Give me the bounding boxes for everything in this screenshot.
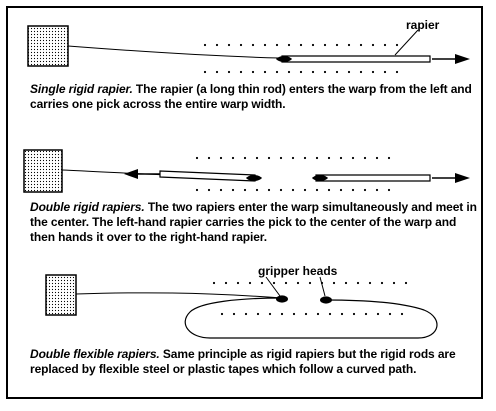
caption-lead: Single rigid rapier. bbox=[30, 82, 133, 96]
right-flexible-tape bbox=[300, 299, 438, 339]
gripper-leader-right bbox=[319, 276, 326, 297]
panel-single-rigid bbox=[27, 25, 470, 74]
caption-lead: Double rigid rapiers. bbox=[30, 200, 145, 214]
warp-dots-bottom-3 bbox=[220, 312, 404, 316]
rapier-head-1 bbox=[276, 56, 292, 62]
rapier-rod-1 bbox=[281, 55, 431, 63]
warp-dots-bottom-2 bbox=[195, 188, 391, 192]
gripper-heads-label: gripper heads bbox=[258, 264, 338, 278]
right-rapier-rod bbox=[315, 174, 431, 182]
rapier-leader-line bbox=[394, 29, 419, 56]
weft-yarn-1 bbox=[67, 45, 281, 59]
arrow-left-icon bbox=[124, 169, 138, 179]
caption-double-rigid: Double rigid rapiers. The two rapiers en… bbox=[30, 200, 482, 245]
arrow-right-icon bbox=[455, 173, 470, 183]
caption-body: Same principle as rigid rapiers but the … bbox=[30, 347, 456, 376]
left-flexible-tape bbox=[184, 297, 300, 339]
yarn-package-1 bbox=[27, 25, 69, 67]
gripper-leader-left bbox=[265, 276, 281, 297]
caption-lead: Double flexible rapiers. bbox=[30, 347, 160, 361]
rapier-label: rapier bbox=[406, 18, 440, 32]
warp-dots-top-3 bbox=[212, 281, 408, 285]
figure-frame bbox=[6, 6, 483, 399]
weft-yarn-3 bbox=[75, 292, 283, 299]
yarn-package-3 bbox=[45, 274, 77, 316]
caption-body: The two rapiers enter the warp simultane… bbox=[30, 200, 477, 244]
panel-double-flexible bbox=[45, 274, 438, 339]
left-rapier-head bbox=[246, 175, 262, 181]
left-gripper-head bbox=[276, 295, 288, 303]
left-rapier-rod bbox=[159, 170, 256, 182]
caption-body: The rapier (a long thin rod) enters the … bbox=[30, 82, 472, 111]
caption-double-flexible: Double flexible rapiers. Same principle … bbox=[30, 347, 482, 377]
yarn-package-2 bbox=[23, 149, 63, 193]
right-gripper-head bbox=[320, 296, 332, 304]
right-rapier-head bbox=[312, 175, 328, 181]
caption-single-rigid: Single rigid rapier. The rapier (a long … bbox=[30, 82, 482, 112]
arrow-right-icon bbox=[455, 54, 470, 64]
warp-dots-top-1 bbox=[203, 43, 399, 47]
warp-dots-top-2 bbox=[195, 156, 391, 160]
panel-double-rigid bbox=[23, 149, 470, 193]
warp-dots-bottom-1 bbox=[203, 70, 399, 74]
